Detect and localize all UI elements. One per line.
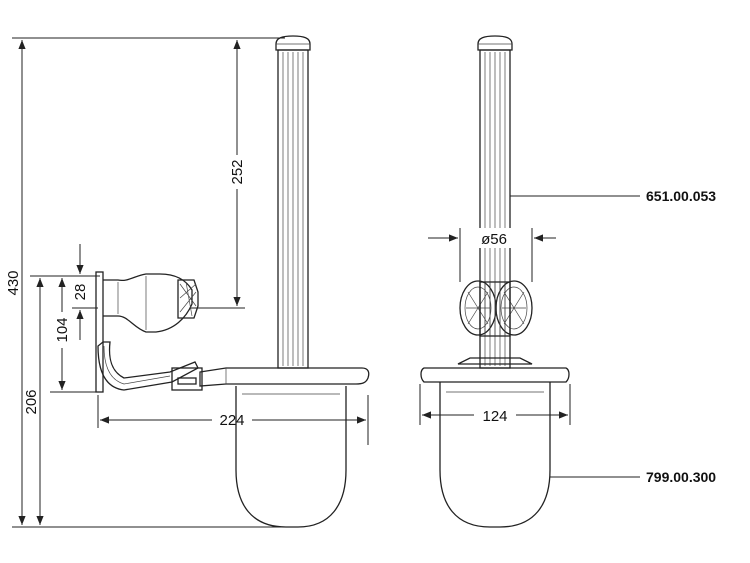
dim-124-bg bbox=[474, 405, 516, 423]
dim-bracket-height: 28 bbox=[72, 284, 89, 301]
dim-mount-height: 206 bbox=[23, 389, 40, 414]
rosette-pattern bbox=[466, 291, 526, 325]
dim-56-bg bbox=[472, 228, 516, 248]
part-code-bowl: 799.00.300 bbox=[646, 469, 716, 485]
rosette-right bbox=[495, 280, 533, 336]
part-code-brush: 651.00.053 bbox=[646, 188, 716, 204]
dim-104-bg bbox=[54, 312, 70, 348]
dim-width: 124 bbox=[482, 408, 507, 425]
side-handle-flutes bbox=[282, 52, 304, 366]
dim-depth: 224 bbox=[219, 412, 244, 429]
dim-brush-height: 252 bbox=[229, 159, 246, 184]
front-view: ø56 124 651.00.053 799.00.300 bbox=[419, 35, 716, 528]
rosette-handle-overlap bbox=[479, 281, 511, 337]
dim-mount-offset: 104 bbox=[54, 317, 71, 342]
handle-base bbox=[457, 357, 533, 365]
dim-252-bg bbox=[228, 155, 246, 189]
wall-plate bbox=[95, 271, 104, 393]
side-bowl bbox=[235, 386, 347, 528]
clamp-screw bbox=[177, 377, 197, 385]
arm-detail bbox=[103, 345, 171, 385]
holder-arm bbox=[97, 341, 199, 391]
bracket-knob bbox=[177, 279, 199, 319]
side-lid bbox=[199, 367, 370, 387]
side-view: 430 206 104 28 252 224 bbox=[5, 35, 370, 528]
knob-facets bbox=[179, 281, 197, 317]
rosette-left-inner bbox=[464, 286, 492, 330]
front-handle-cap bbox=[477, 35, 513, 51]
front-lid bbox=[420, 367, 570, 383]
side-handle-cap bbox=[275, 35, 311, 51]
rosette bbox=[459, 280, 533, 337]
front-bowl bbox=[439, 382, 551, 528]
rosette-right-inner bbox=[500, 286, 528, 330]
dim-224-bg bbox=[212, 410, 252, 428]
arm-clamp bbox=[171, 367, 203, 391]
dim-total-height: 430 bbox=[5, 270, 22, 295]
dim-rosette-diameter: ø56 bbox=[481, 231, 507, 248]
